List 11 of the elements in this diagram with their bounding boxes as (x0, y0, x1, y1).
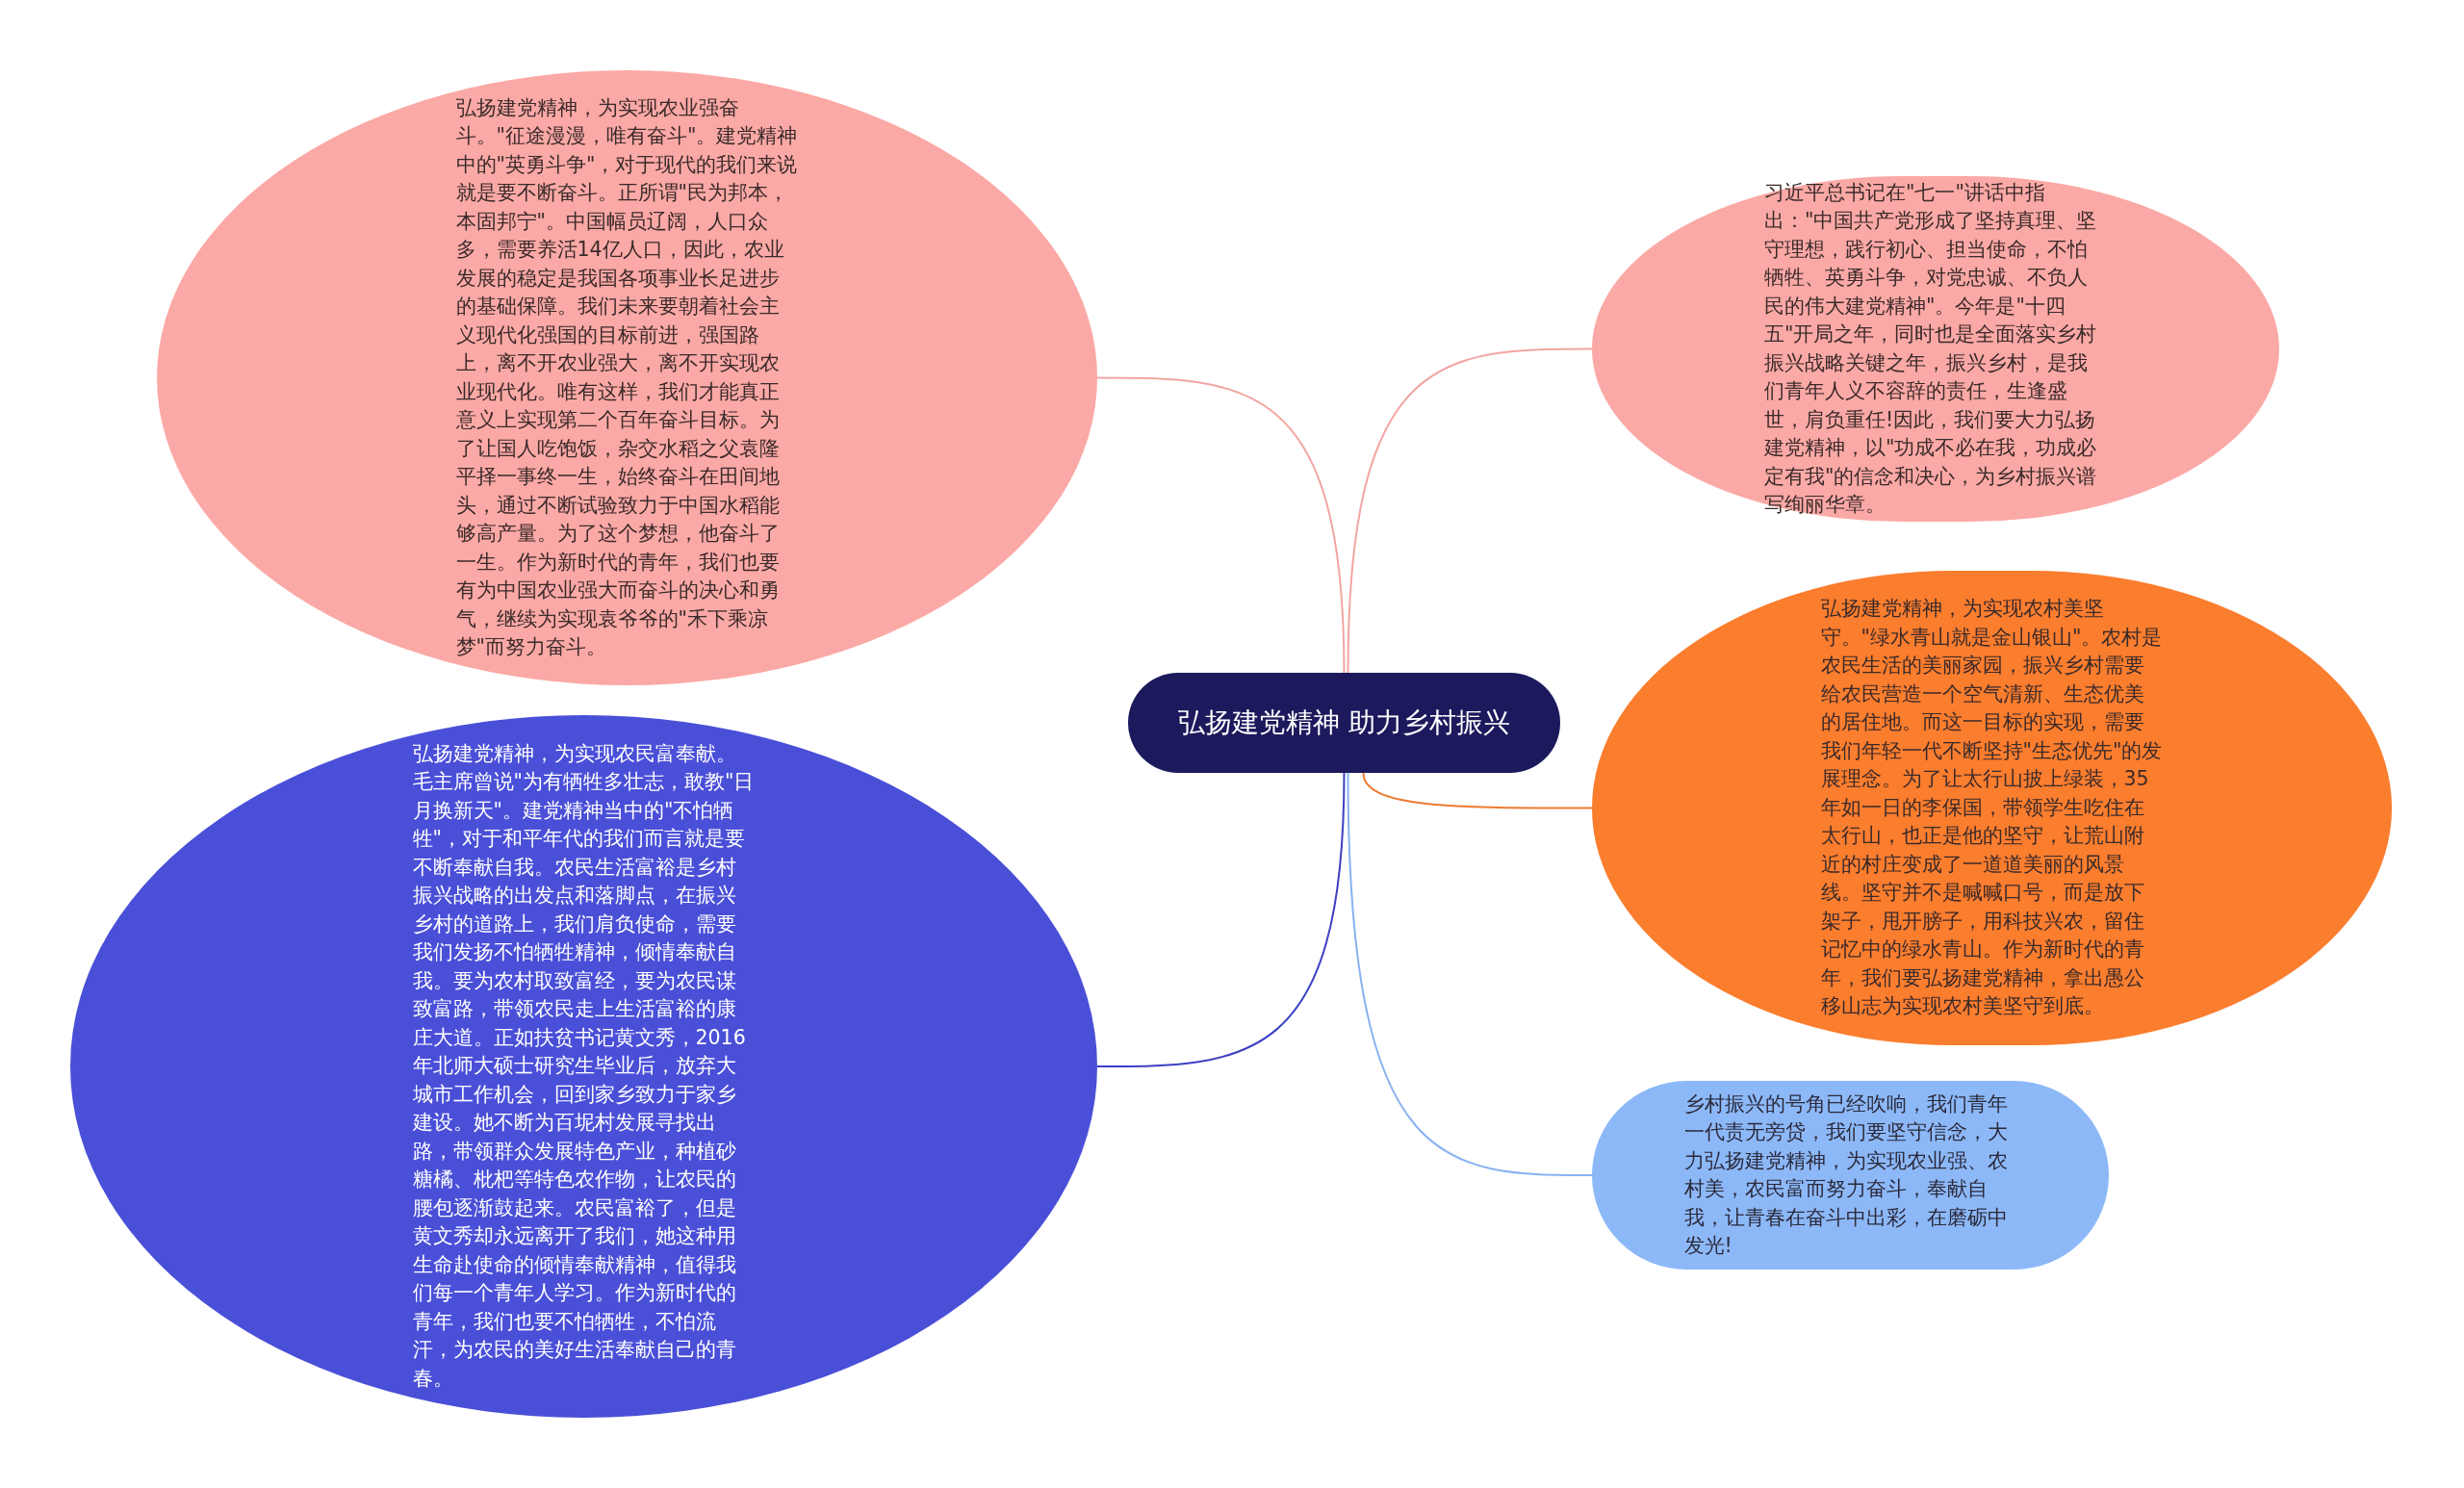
bubble-text: 弘扬建党精神，为实现农业强奋斗。"征途漫漫，唯有奋斗"。建党精神中的"英勇斗争"，对于现代的我们来说就是要不断奋斗。正所谓"民为邦本，本固邦宁"。中国幅员辽阔，人口众多，需要养活14亿人口，因此，农业发展的稳定是我国各项事业长足进步的基础保障。我们未来要朝着社会主义现代化强国的目标前进，强国路上，离不开农业强大，离不开实现农业现代化。唯有这样，我们才能真正意义上实现第二个百年奋斗目标。为了让国人吃饱饭，杂交水稻之父袁隆平择一事终一生，始终奋斗在田间地头，通过不断试验致力于中国水稻能够高产量。为了这个梦想，他奋斗了一生。作为新时代的青年，我们也要有为中国农业强大而奋斗的决心和勇气，继续为实现袁爷爷的"禾下乘凉梦"而努力奋斗。 (455, 94, 799, 660)
connector-line (1347, 772, 1593, 1176)
bubble-text: 弘扬建党精神，为实现农民富奉献。毛主席曾说"为有牺牲多壮志，敢教"日月换新天"。建党精神当中的"不怕牺牲"，对于和平年代的我们而言就是要不断奉献自我。农民生活富裕是乡村振兴战略的出发点和落脚点，在振兴乡村的道路上，我们肩负使命，需要我们发扬不怕牺牲精神，倾情奉献自我。要为农村取致富经，要为农民谋致富路，带领农民走上生活富裕的康庄大道。正如扶贫书记黄文秀，2016年北师大硕士研究生毕业后，放弃大城市工作机会，回到家乡致力于家乡建设。她不断为百坭村发展寻找出路，带领群众发展特色产业，种植砂糖橘、枇杷等特色农作物，让农民的腰包逐渐鼓起来。农民富裕了，但是黄文秀却永远离开了我们，她这种用生命赴使命的倾情奉献精神，值得我们每一个青年人学习。作为新时代的青年，我们也要不怕牺牲，不怕流汗，为农民的美好生活奉献自己的青春。 (412, 740, 756, 1392)
connector-line (1347, 347, 1593, 674)
connector-line (1096, 376, 1346, 674)
bubble-text: 乡村振兴的号角已经吹响，我们青年一代责无旁贷，我们要坚守信念，大力弘扬建党精神，为实现农业强、农村美，农民富而努力奋斗，奉献自我，让青春在奋斗中出彩，在磨砺中发光! (1683, 1090, 2009, 1259)
topic-title: 弘扬建党精神 助力乡村振兴 (1177, 706, 1511, 740)
connector-line (1096, 772, 1346, 1067)
bubble-text: 弘扬建党精神，为实现农村美坚守。"绿水青山就是金山银山"。农村是农民生活的美丽家园，振兴乡村需要给农民营造一个空气清新、生态优美的居住地。而这一目标的实现，需要我们年轻一代不断坚持"生态优先"的发展理念。为了让太行山披上绿装，35年如一日的李保国，带领学生吃住在太行山，也正是他的坚守，让荒山附近的村庄变成了一道道美丽的风景线。坚守并不是喊喊口号，而是放下架子，甩开膀子，用科技兴农，留住记忆中的绿水青山。作为新时代的青年，我们要弘扬建党精神，拿出愚公移山志为实现农村美坚守到底。 (1820, 596, 2164, 1020)
connector-line (1362, 772, 1593, 809)
bubble-text: 习近平总书记在"七一"讲话中指出："中国共产党形成了坚持真理、坚守理想，践行初心、担当使命，不怕牺牲、英勇斗争，对党忠诚、不负人民的伟大建党精神"。今年是"十四五"开局之年，同时也是全面落实乡村振兴战略关键之年，振兴乡村，是我们青年人义不容辞的责任，生逢盛世，肩负重任!因此，我们要大力弘扬建党精神，以"功成不必在我，功成必定有我"的信念和决心，为乡村振兴谱写绚丽华章。 (1764, 179, 2098, 518)
